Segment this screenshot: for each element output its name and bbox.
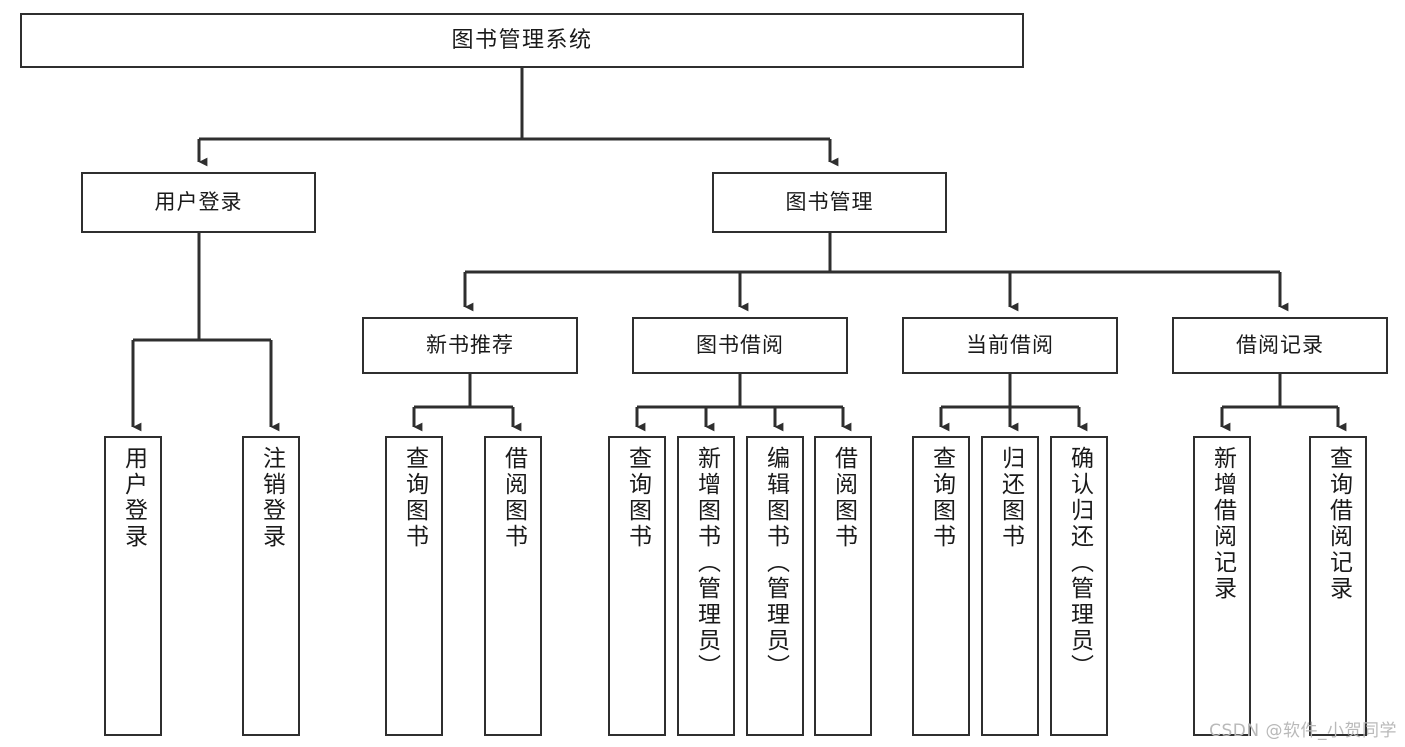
node-leaf-edit-book-admin[interactable]: 编辑图书（管理员）: [746, 436, 804, 736]
node-user-login[interactable]: 用户登录: [81, 172, 316, 233]
node-label: 借阅记录: [1236, 333, 1324, 358]
node-label: 编辑图书（管理员）: [762, 446, 789, 680]
node-new-book-recommend[interactable]: 新书推荐: [362, 317, 578, 374]
node-label: 借阅图书: [830, 446, 857, 550]
node-label: 查询借阅记录: [1325, 446, 1352, 602]
node-label: 用户登录: [120, 446, 147, 550]
node-leaf-confirm-return-admin[interactable]: 确认归还（管理员）: [1050, 436, 1108, 736]
node-leaf-borrow-book-borrow[interactable]: 借阅图书: [814, 436, 872, 736]
node-leaf-logout[interactable]: 注销登录: [242, 436, 300, 736]
node-leaf-add-borrow-record[interactable]: 新增借阅记录: [1193, 436, 1251, 736]
node-leaf-query-book-borrow[interactable]: 查询图书: [608, 436, 666, 736]
node-root-book-management-system[interactable]: 图书管理系统: [20, 13, 1024, 68]
node-label: 查询图书: [401, 446, 428, 550]
node-leaf-user-login[interactable]: 用户登录: [104, 436, 162, 736]
node-leaf-query-book-current[interactable]: 查询图书: [912, 436, 970, 736]
watermark-text: CSDN @软件_小贺同学: [1209, 721, 1397, 741]
node-leaf-query-borrow-record[interactable]: 查询借阅记录: [1309, 436, 1367, 736]
node-borrow-record[interactable]: 借阅记录: [1172, 317, 1388, 374]
node-label: 图书管理: [785, 190, 874, 215]
node-label: 用户登录: [154, 190, 243, 215]
node-leaf-return-book[interactable]: 归还图书: [981, 436, 1039, 736]
node-label: 图书借阅: [696, 333, 784, 358]
node-label: 借阅图书: [500, 446, 527, 550]
node-current-borrow[interactable]: 当前借阅: [902, 317, 1118, 374]
node-label: 查询图书: [928, 446, 955, 550]
node-label: 新书推荐: [426, 333, 514, 358]
node-leaf-borrow-book-new-recommend[interactable]: 借阅图书: [484, 436, 542, 736]
node-label: 图书管理系统: [451, 27, 593, 53]
node-label: 注销登录: [258, 446, 285, 550]
node-book-management[interactable]: 图书管理: [712, 172, 947, 233]
node-book-borrow[interactable]: 图书借阅: [632, 317, 848, 374]
node-leaf-add-book-admin[interactable]: 新增图书（管理员）: [677, 436, 735, 736]
node-label: 查询图书: [624, 446, 651, 550]
node-label: 归还图书: [997, 446, 1024, 550]
node-label: 新增借阅记录: [1209, 446, 1236, 602]
node-label: 新增图书（管理员）: [693, 446, 720, 680]
node-leaf-query-book-new-recommend[interactable]: 查询图书: [385, 436, 443, 736]
node-label: 确认归还（管理员）: [1066, 446, 1093, 680]
node-label: 当前借阅: [966, 333, 1054, 358]
